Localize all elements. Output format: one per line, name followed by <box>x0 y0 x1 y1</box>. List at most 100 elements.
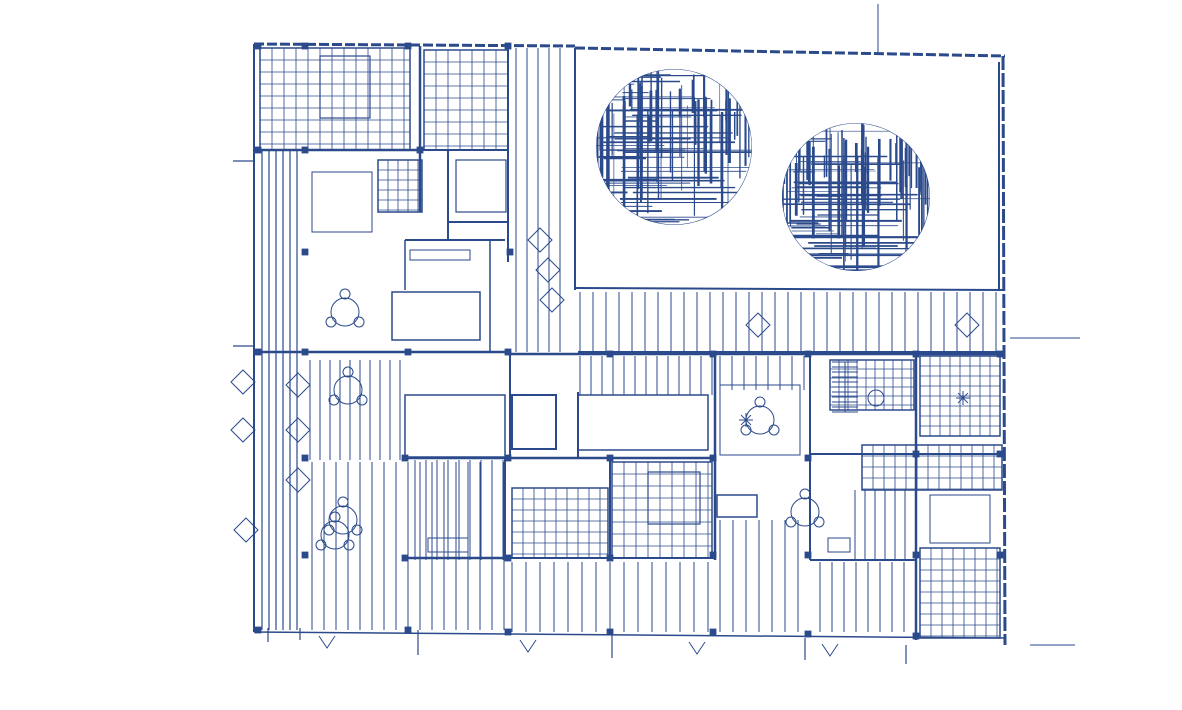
entrance-chevron <box>821 643 839 657</box>
column <box>254 626 262 634</box>
column <box>504 348 512 356</box>
furniture-diamond <box>285 417 311 443</box>
furniture-diamond <box>745 312 771 338</box>
furniture-circle <box>330 297 360 327</box>
column <box>804 630 812 638</box>
floor-plan-outline <box>233 4 1080 646</box>
furniture-diamond <box>535 257 561 283</box>
room <box>404 394 506 458</box>
room <box>511 394 557 450</box>
furniture-diamond <box>954 312 980 338</box>
furniture-diamond <box>285 467 311 493</box>
furniture-circle <box>337 496 349 508</box>
structural-grid-lines <box>261 48 1003 632</box>
column <box>912 450 920 458</box>
furniture-circle <box>799 488 811 500</box>
plant <box>962 397 969 404</box>
column <box>912 551 920 559</box>
tile-hatching <box>259 47 1003 639</box>
stove <box>827 537 851 553</box>
entrance-chevron <box>519 639 537 653</box>
courtyard-south-edge <box>574 287 1004 291</box>
plant <box>745 419 752 426</box>
circular-court-right <box>782 123 930 271</box>
circular-court-left <box>596 69 752 225</box>
column <box>401 554 409 562</box>
furniture-diamond <box>285 372 311 398</box>
hatch-frame <box>919 547 1001 639</box>
column <box>912 350 920 358</box>
hatch-frame <box>423 49 509 151</box>
bed <box>455 159 507 213</box>
hatch-frame <box>259 47 411 151</box>
east-wall <box>1001 55 1007 646</box>
south-wall <box>253 631 1006 639</box>
column <box>804 454 812 462</box>
column <box>301 248 309 256</box>
furniture-circle <box>315 539 327 551</box>
table <box>647 471 701 525</box>
furniture-circle <box>754 396 766 408</box>
plant <box>957 392 964 399</box>
column <box>301 454 309 462</box>
structural-columns <box>254 42 1004 640</box>
furniture-diamond <box>233 517 259 543</box>
hatch-frame <box>861 444 1003 491</box>
column <box>404 348 412 356</box>
column <box>301 348 309 356</box>
sofa <box>391 291 481 341</box>
furniture-circle <box>867 389 885 407</box>
furniture-circle <box>790 497 820 527</box>
entrance-chevron <box>318 635 336 649</box>
column <box>996 350 1004 358</box>
hatch-frame <box>377 159 423 213</box>
column <box>504 628 512 636</box>
furniture-circle <box>328 394 340 406</box>
furniture-diamond <box>230 417 256 443</box>
column <box>996 551 1004 559</box>
furniture-circle <box>333 375 363 405</box>
column <box>401 454 409 462</box>
staircase <box>832 361 858 413</box>
entrance-markers <box>267 628 907 664</box>
furniture-circle <box>353 316 365 328</box>
column <box>504 554 512 562</box>
furniture-circle <box>342 366 354 378</box>
room <box>719 384 801 456</box>
furniture-diamond <box>539 287 565 313</box>
column <box>709 628 717 636</box>
counter <box>409 249 471 261</box>
furniture-circle <box>320 520 350 550</box>
furniture-circle <box>351 524 363 536</box>
furniture-circle <box>785 516 797 528</box>
column <box>606 628 614 636</box>
hatch-frame <box>829 359 915 411</box>
bed <box>319 55 371 119</box>
furniture-circle <box>339 288 351 300</box>
furniture-circle <box>356 394 368 406</box>
room <box>577 394 709 451</box>
table <box>311 171 373 233</box>
furniture-circle <box>813 516 825 528</box>
column <box>506 248 514 256</box>
column <box>709 350 717 358</box>
bed <box>929 494 991 544</box>
column <box>996 450 1004 458</box>
column <box>912 632 920 640</box>
column <box>254 42 262 50</box>
furniture-circle <box>323 524 335 536</box>
column <box>504 454 512 462</box>
furniture-diamond <box>230 369 256 395</box>
furniture-circle <box>328 505 358 535</box>
column <box>254 348 262 356</box>
furniture-symbols <box>230 55 991 553</box>
plant <box>957 397 964 404</box>
column <box>709 454 717 462</box>
hatch-frame <box>511 487 609 559</box>
plant <box>745 414 752 421</box>
furniture-circle <box>768 424 780 436</box>
entrance-chevron <box>688 641 706 655</box>
column <box>254 146 262 154</box>
furniture-circle <box>325 316 337 328</box>
